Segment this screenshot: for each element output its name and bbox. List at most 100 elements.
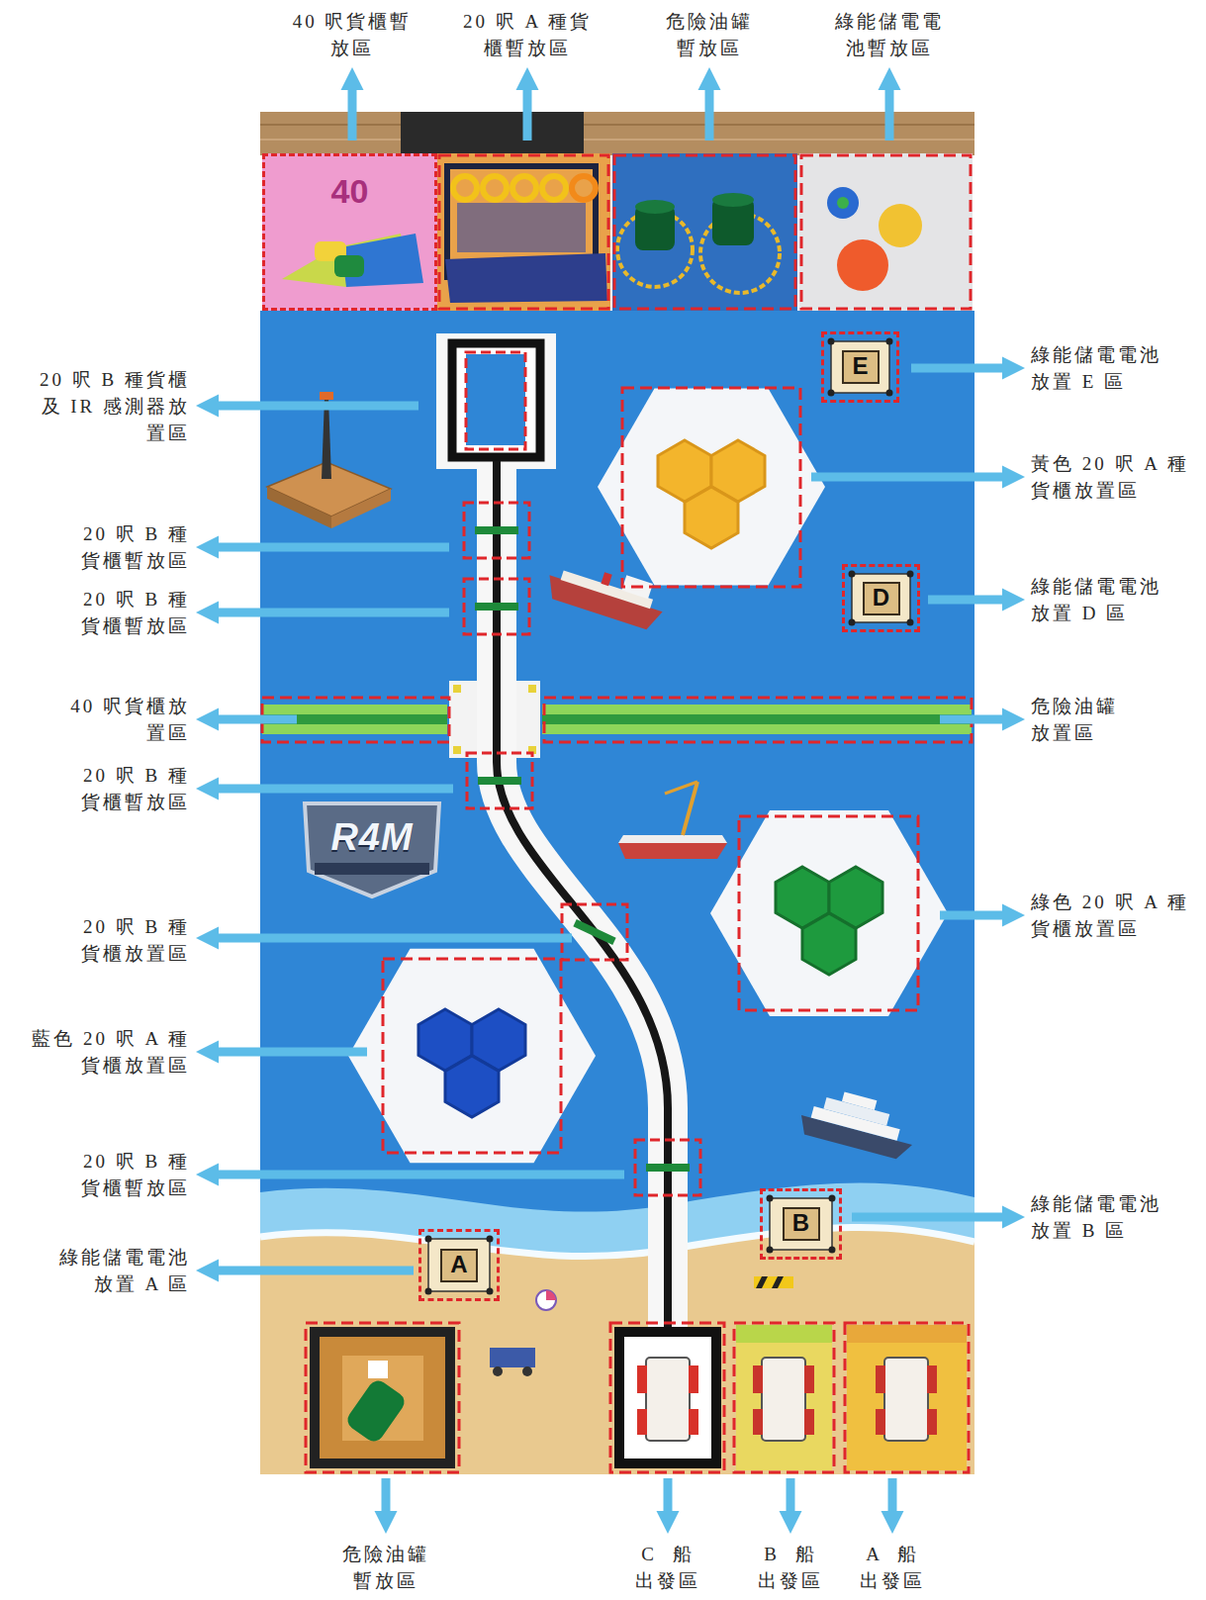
- pad-dot: [486, 1288, 494, 1296]
- callout-label: 黃色 20 呎 A 種貨櫃放置區: [1030, 450, 1196, 504]
- dashed-zone: [739, 816, 919, 1011]
- leader-arrow: [911, 364, 1005, 373]
- rack-body: [457, 202, 586, 253]
- hex-container: [684, 486, 739, 549]
- callout-label: B 船出發區: [755, 1540, 826, 1594]
- robot-wheel: [752, 1408, 763, 1435]
- oil-tank: [344, 1377, 409, 1446]
- rig-top: [319, 391, 334, 400]
- zone-letter: E: [841, 350, 880, 384]
- leader-arrow: [216, 608, 450, 618]
- rig-side: [331, 488, 391, 529]
- leader-arrow: [885, 88, 895, 141]
- zone-20ft-a: [437, 153, 611, 311]
- leader-arrow: [939, 911, 1005, 921]
- barrier-stripe: [771, 1276, 784, 1289]
- ship-deck: [841, 1091, 877, 1110]
- leader-arrow: [663, 1478, 673, 1513]
- callout-label: 20 呎 B 種貨櫃暫放區: [75, 761, 190, 816]
- leader-arrow: [705, 88, 715, 141]
- callout-label: 20 呎 B 種貨櫃暫放區: [75, 1147, 190, 1202]
- gear: [482, 176, 507, 200]
- cart-wheel: [522, 1366, 533, 1377]
- beach-cart: [489, 1347, 536, 1368]
- cylinder: [334, 255, 365, 278]
- leader-arrow: [216, 784, 454, 794]
- green-containers: [775, 866, 883, 975]
- ship-funnel: [600, 571, 612, 586]
- junction-mark: [453, 684, 462, 693]
- pad-dot: [848, 619, 856, 627]
- leader-arrow: [216, 543, 450, 553]
- container-zone: 40: [262, 153, 438, 311]
- junction-mark: [453, 745, 462, 754]
- robot-wheel: [804, 1365, 815, 1393]
- sea: [260, 310, 975, 1251]
- foam: [260, 1226, 975, 1256]
- ship-hull: [618, 842, 728, 859]
- dashed-zone: [635, 1139, 701, 1196]
- line-track: [492, 461, 501, 475]
- ship: [796, 1082, 922, 1162]
- battery-pads: [425, 338, 915, 1296]
- barrier-stripe: [755, 1276, 768, 1289]
- robot-wheel: [804, 1408, 815, 1435]
- robot-wheel: [637, 1408, 648, 1435]
- rig-side: [267, 486, 332, 529]
- zone-letter: B: [782, 1206, 821, 1241]
- ship-a-band: [846, 1324, 967, 1343]
- crane: [664, 781, 698, 794]
- cart-wheel: [492, 1366, 503, 1377]
- dashed-zone: [382, 958, 561, 1153]
- callout-label: 40 呎貨櫃暫放區: [288, 7, 416, 62]
- crossbar-group: [463, 502, 701, 1196]
- ship-deck: [618, 834, 728, 843]
- robot: [761, 1357, 806, 1441]
- dashed-zone: [465, 352, 526, 450]
- hex-container: [802, 913, 856, 975]
- callout-label: 綠能儲電電池放置 D 區: [1030, 572, 1180, 627]
- robot-wheel: [927, 1408, 937, 1435]
- leader-arrow: [216, 401, 419, 411]
- road: [496, 468, 668, 1328]
- island: [710, 810, 948, 1017]
- leader-arrow: [927, 595, 1005, 605]
- gear: [512, 176, 537, 200]
- junction-mark: [528, 684, 537, 693]
- dashed-zone: [622, 387, 801, 587]
- barrier: [753, 1276, 794, 1289]
- crossbar: [572, 919, 616, 945]
- gear: [453, 176, 477, 200]
- callout-label: 綠能儲電電池放置 A 區: [41, 1243, 190, 1298]
- zone-oil: [612, 153, 798, 311]
- dashed-zone: [463, 502, 530, 558]
- leader-arrow: [348, 88, 358, 141]
- ship-b-start: [736, 1324, 833, 1471]
- island: [597, 387, 826, 585]
- line-track: [496, 468, 668, 1328]
- dashed-zone: [305, 1322, 460, 1473]
- gear: [571, 176, 596, 200]
- callout-label: C 船出發區: [633, 1540, 703, 1594]
- leader-arrow: [216, 715, 297, 725]
- callout-label: 40 呎貨櫃放置區: [63, 692, 190, 746]
- container-slot: [465, 354, 526, 446]
- callout-label: 20 呎 B 種貨櫃及 IR 感測器放置區: [21, 366, 190, 447]
- dashed-zone: [544, 697, 972, 743]
- callout-label: 危險油罐放置區: [1030, 692, 1126, 746]
- logo-text: R4M: [330, 815, 413, 859]
- wood-grain: [260, 123, 975, 126]
- battery: [878, 203, 923, 248]
- callout-label: 20 呎 B 種貨櫃暫放區: [75, 520, 190, 574]
- dashed-zone: [734, 1322, 835, 1473]
- beach-ball: [546, 1290, 557, 1300]
- bridge-bar: [542, 704, 972, 735]
- sand: [260, 1226, 975, 1475]
- callout-label: 綠能儲電電池暫放區: [831, 7, 948, 62]
- pad-square: [831, 341, 890, 393]
- crane: [682, 781, 698, 835]
- wood-edge: [260, 111, 975, 156]
- dashed-zone: [610, 1322, 725, 1473]
- robot-wheel: [637, 1365, 648, 1393]
